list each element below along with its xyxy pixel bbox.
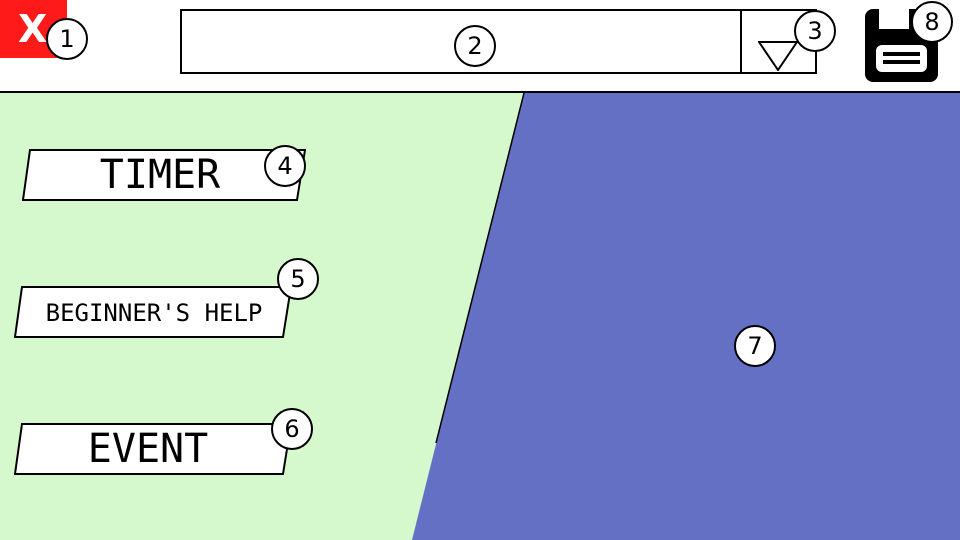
timer-button[interactable]: TIMER — [22, 149, 306, 201]
event-label: EVENT — [87, 426, 209, 472]
dropdown-select[interactable] — [180, 9, 817, 74]
badge-3: 3 — [794, 10, 836, 52]
button-shape — [22, 149, 306, 201]
button-shape — [14, 423, 292, 475]
badge-5: 5 — [277, 258, 319, 300]
top-bar: X 1 2 3 8 — [0, 0, 960, 93]
dropdown-toggle-button[interactable] — [740, 11, 815, 72]
beginners-help-button[interactable]: BEGINNER'S HELP — [14, 286, 292, 338]
badge-4: 4 — [264, 145, 306, 187]
badge-6: 6 — [271, 408, 313, 450]
badge-7: 7 — [734, 325, 776, 367]
badge-8: 8 — [911, 1, 953, 43]
save-button[interactable] — [865, 9, 938, 82]
close-label: X — [18, 7, 48, 51]
button-shape — [14, 286, 292, 338]
panel-divider — [435, 93, 525, 444]
content-panel[interactable] — [412, 93, 960, 540]
floppy-disk-icon — [865, 9, 938, 82]
badge-2: 2 — [454, 25, 496, 67]
event-button[interactable]: EVENT — [14, 423, 292, 475]
beginners-help-label: BEGINNER'S HELP — [45, 299, 263, 327]
timer-label: TIMER — [99, 152, 221, 198]
triangle-down-icon — [758, 41, 798, 71]
badge-1: 1 — [46, 18, 88, 60]
